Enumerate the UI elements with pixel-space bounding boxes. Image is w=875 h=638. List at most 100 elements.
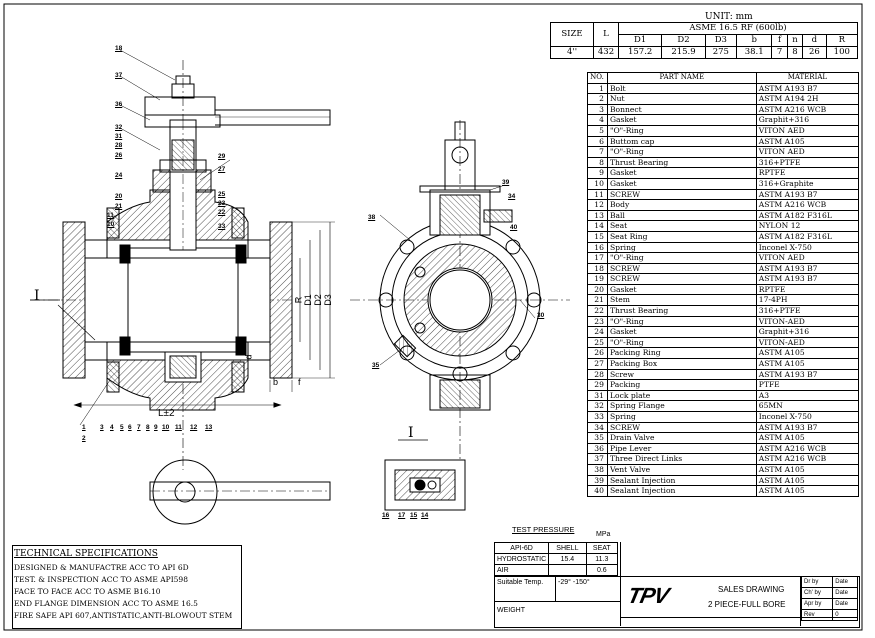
part-material: ASTM A105 xyxy=(755,358,860,370)
ch-by: Ch' by xyxy=(800,587,834,599)
part-number: 25 xyxy=(587,336,608,349)
size-value-0: 157.2 xyxy=(617,46,663,59)
part-material: ASTM A182 F316L xyxy=(755,209,860,222)
standard-header: ASME 16.5 RF (600lb) xyxy=(618,22,858,35)
tb-divider-5 xyxy=(620,617,858,618)
length-dimension: L±2 xyxy=(158,408,175,419)
size-col-1: D2 xyxy=(661,34,706,47)
part-name: Gasket xyxy=(606,177,757,190)
part-name: Packing xyxy=(606,379,757,391)
part-name: Ball xyxy=(606,209,757,222)
part-name: Gasket xyxy=(606,167,757,179)
callout-number: 12 xyxy=(190,424,198,431)
test-pressure-unit: MPa xyxy=(596,531,611,538)
section-mark-detail: I xyxy=(408,425,414,441)
section-mark-left: I xyxy=(34,288,40,304)
part-number: 19 xyxy=(587,273,608,285)
size-col-5: n xyxy=(786,34,804,47)
size-value-7: 100 xyxy=(825,46,859,59)
ch-date: Date xyxy=(832,587,858,599)
size-value-6: 26 xyxy=(802,46,827,59)
part-name: SCREW xyxy=(606,262,757,275)
flange-f: f xyxy=(298,377,301,387)
callout-number: 8 xyxy=(146,424,150,431)
part-name: Nut xyxy=(606,93,757,105)
part-name: Gasket xyxy=(606,326,757,338)
part-number: 18 xyxy=(587,262,608,275)
part-material: ASTM A182 F316L xyxy=(755,230,860,243)
part-name: "O"-Ring xyxy=(606,315,757,328)
part-material: ASTM A193 B7 xyxy=(755,273,860,285)
dim-d1: D1 xyxy=(302,294,313,306)
callout-number: 40 xyxy=(510,224,518,231)
spec-line: FACE TO FACE ACC TO ASME B16.10 xyxy=(14,587,161,596)
callout-number: 22 xyxy=(218,209,226,216)
unit-label: UNIT: mm xyxy=(705,12,753,22)
dr-date: Date xyxy=(832,576,858,588)
drawing-type: SALES DRAWING xyxy=(718,585,785,594)
part-material: ASTM A193 B7 xyxy=(755,262,860,275)
part-number: 40 xyxy=(587,485,608,497)
test-pressure-title: TEST PRESSURE xyxy=(512,525,575,534)
dim-r: R xyxy=(293,296,304,304)
tech-specs-title: TECHNICAL SPECIFICATIONS xyxy=(14,549,158,559)
flange-d: d xyxy=(243,354,254,360)
callout-number: 11 xyxy=(175,424,182,431)
spec-line: FIRE SAFE API 607,ANTISTATIC,ANTI-BLOWOU… xyxy=(14,611,233,620)
part-number: 6 xyxy=(587,135,608,148)
part-name: Body xyxy=(606,199,757,211)
part-material: ASTM A105 xyxy=(755,474,860,487)
part-name: "O"-Ring xyxy=(606,124,757,137)
callout-number: 34 xyxy=(508,193,516,200)
callout-number: 10 xyxy=(162,424,170,431)
callout-number: 1 xyxy=(82,424,86,431)
part-name: Three Direct Links xyxy=(606,453,757,465)
size-col-7: R xyxy=(825,34,859,47)
callout-leaders xyxy=(79,49,536,426)
part-material: ASTM A105 xyxy=(755,463,860,476)
part-material: VITON-AED xyxy=(755,315,860,328)
rev-label: Rev xyxy=(800,609,834,621)
size-header: SIZE xyxy=(550,22,594,47)
part-number: 8 xyxy=(587,156,608,169)
company-logo: TPV xyxy=(625,583,671,608)
tb-divider-2 xyxy=(620,542,621,626)
part-number: 31 xyxy=(587,389,608,402)
part-name: SCREW xyxy=(606,421,757,434)
part-number: 20 xyxy=(587,283,608,296)
part-name: Bonnect xyxy=(606,103,757,116)
part-material: 316+PTFE xyxy=(755,156,860,169)
part-number: 37 xyxy=(587,453,608,465)
callout-number: 6 xyxy=(128,424,132,431)
part-material: Inconel X-750 xyxy=(755,241,860,254)
part-material: ASTM A216 WCB xyxy=(755,453,860,465)
rev-value: 0 xyxy=(832,609,858,621)
size-value-3: 38.1 xyxy=(736,46,773,59)
spec-line: DESIGNED & MANUFACTRE ACC TO API 6D xyxy=(14,563,189,572)
callout-number: 27 xyxy=(218,166,226,173)
callout-number: 37 xyxy=(115,72,123,79)
part-name: Stem xyxy=(606,294,757,307)
size-value-4: 7 xyxy=(771,46,788,59)
part-material: Graphit+316 xyxy=(755,114,860,126)
part-name: Lock plate xyxy=(606,389,757,402)
hydro-seat: 11.3 xyxy=(585,553,619,565)
parts-header-1: PART NAME xyxy=(606,72,757,84)
